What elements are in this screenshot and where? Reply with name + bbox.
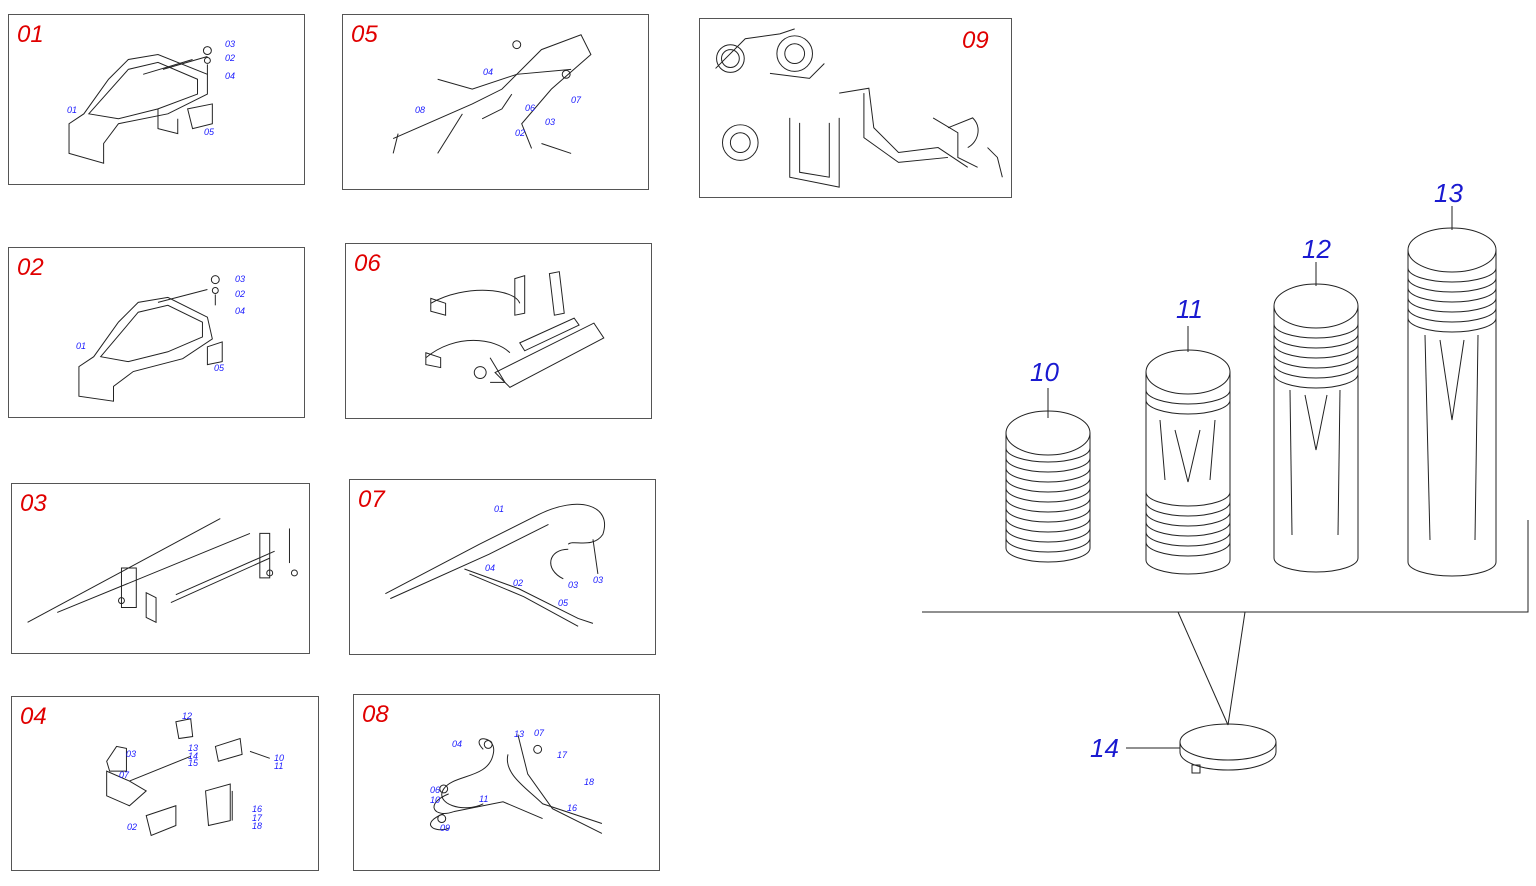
panel-08[interactable]: 08 04 13 07 17 06 10 09 11 16 18 [353,694,660,871]
part-12-tube[interactable] [1273,262,1359,573]
callout: 11 [274,761,284,771]
callout: 12 [182,711,193,721]
callout: 02 [225,53,236,63]
panel-05-drawing [392,34,592,154]
callout: 05 [204,127,215,137]
panel-03-drawing [27,518,298,624]
callout: 07 [534,728,545,738]
callout: 17 [557,750,568,760]
part-11-tube[interactable] [1145,326,1231,575]
callout: 03 [593,575,604,585]
panel-02-drawing [78,275,223,402]
callout: 08 [415,105,426,115]
panel-04[interactable]: 04 12 03 07 10 11 13 14 15 16 17 18 02 [11,696,319,871]
callout: 09 [440,823,451,833]
callout: 01 [494,504,505,514]
part-10-label: 10 [1030,357,1059,387]
callout: 13 [188,743,199,753]
callout: 01 [67,105,78,115]
callout: 18 [584,777,595,787]
part-13-label: 13 [1434,178,1463,208]
panel-04-number: 04 [20,703,47,730]
callout: 10 [430,795,441,805]
callout: 16 [567,803,578,813]
part-11-label: 11 [1176,294,1203,324]
panel-02-number: 02 [17,254,44,281]
callout: 01 [76,341,87,351]
callout: 03 [568,580,579,590]
callout: 03 [126,749,137,759]
callout: 15 [188,758,199,768]
callout: 17 [252,813,263,823]
panel-01-number: 01 [17,21,44,48]
panel-01-drawing [68,46,213,164]
panel-07-number: 07 [358,486,385,513]
panel-01[interactable]: 01 03 02 04 01 05 [8,14,305,185]
callout: 07 [571,95,582,105]
callout: 14 [188,751,199,761]
panel-03-number: 03 [20,490,47,517]
panel-09[interactable]: 09 [699,18,1012,198]
callout: 03 [545,117,556,127]
callout: 04 [452,739,463,749]
panel-09-drawing [715,28,1003,188]
callout: 03 [225,39,236,49]
callout: 05 [558,598,569,608]
callout: 03 [235,274,246,284]
callout: 02 [515,128,526,138]
part-12-label: 12 [1302,234,1331,264]
part-14-band[interactable] [1179,723,1277,774]
panel-07[interactable]: 07 01 04 02 05 03 03 [349,479,656,655]
callout: 04 [225,71,236,81]
panel-04-drawing [106,718,270,837]
callout: 06 [430,785,441,795]
panel-08-number: 08 [362,701,389,728]
part-10-tube[interactable] [1005,388,1091,563]
panel-06[interactable]: 06 [345,243,652,419]
panel-08-drawing [430,734,603,834]
callout: 02 [235,289,246,299]
panel-09-number: 09 [962,27,989,54]
panel-05-number: 05 [351,21,378,48]
callout: 02 [127,822,138,832]
callout: 05 [214,363,225,373]
callout: 18 [252,821,263,831]
panel-07-drawing [385,503,605,627]
panel-03[interactable]: 03 [11,483,310,654]
panel-05[interactable]: 05 04 08 06 07 03 02 [342,14,649,190]
callout: 11 [479,794,489,804]
panel-06-number: 06 [354,250,381,277]
panel-06-drawing [425,271,605,388]
callout: 04 [483,67,494,77]
panel-02[interactable]: 02 03 02 04 01 05 [8,247,305,418]
part-13-tube[interactable] [1407,206,1497,577]
callout: 10 [274,753,285,763]
callout: 13 [514,729,525,739]
callout: 06 [525,103,536,113]
callout: 07 [119,770,130,780]
callout: 04 [485,563,496,573]
part-14-label: 14 [1090,733,1119,763]
callout: 16 [252,804,263,814]
callout: 04 [235,306,246,316]
callout: 02 [513,578,524,588]
